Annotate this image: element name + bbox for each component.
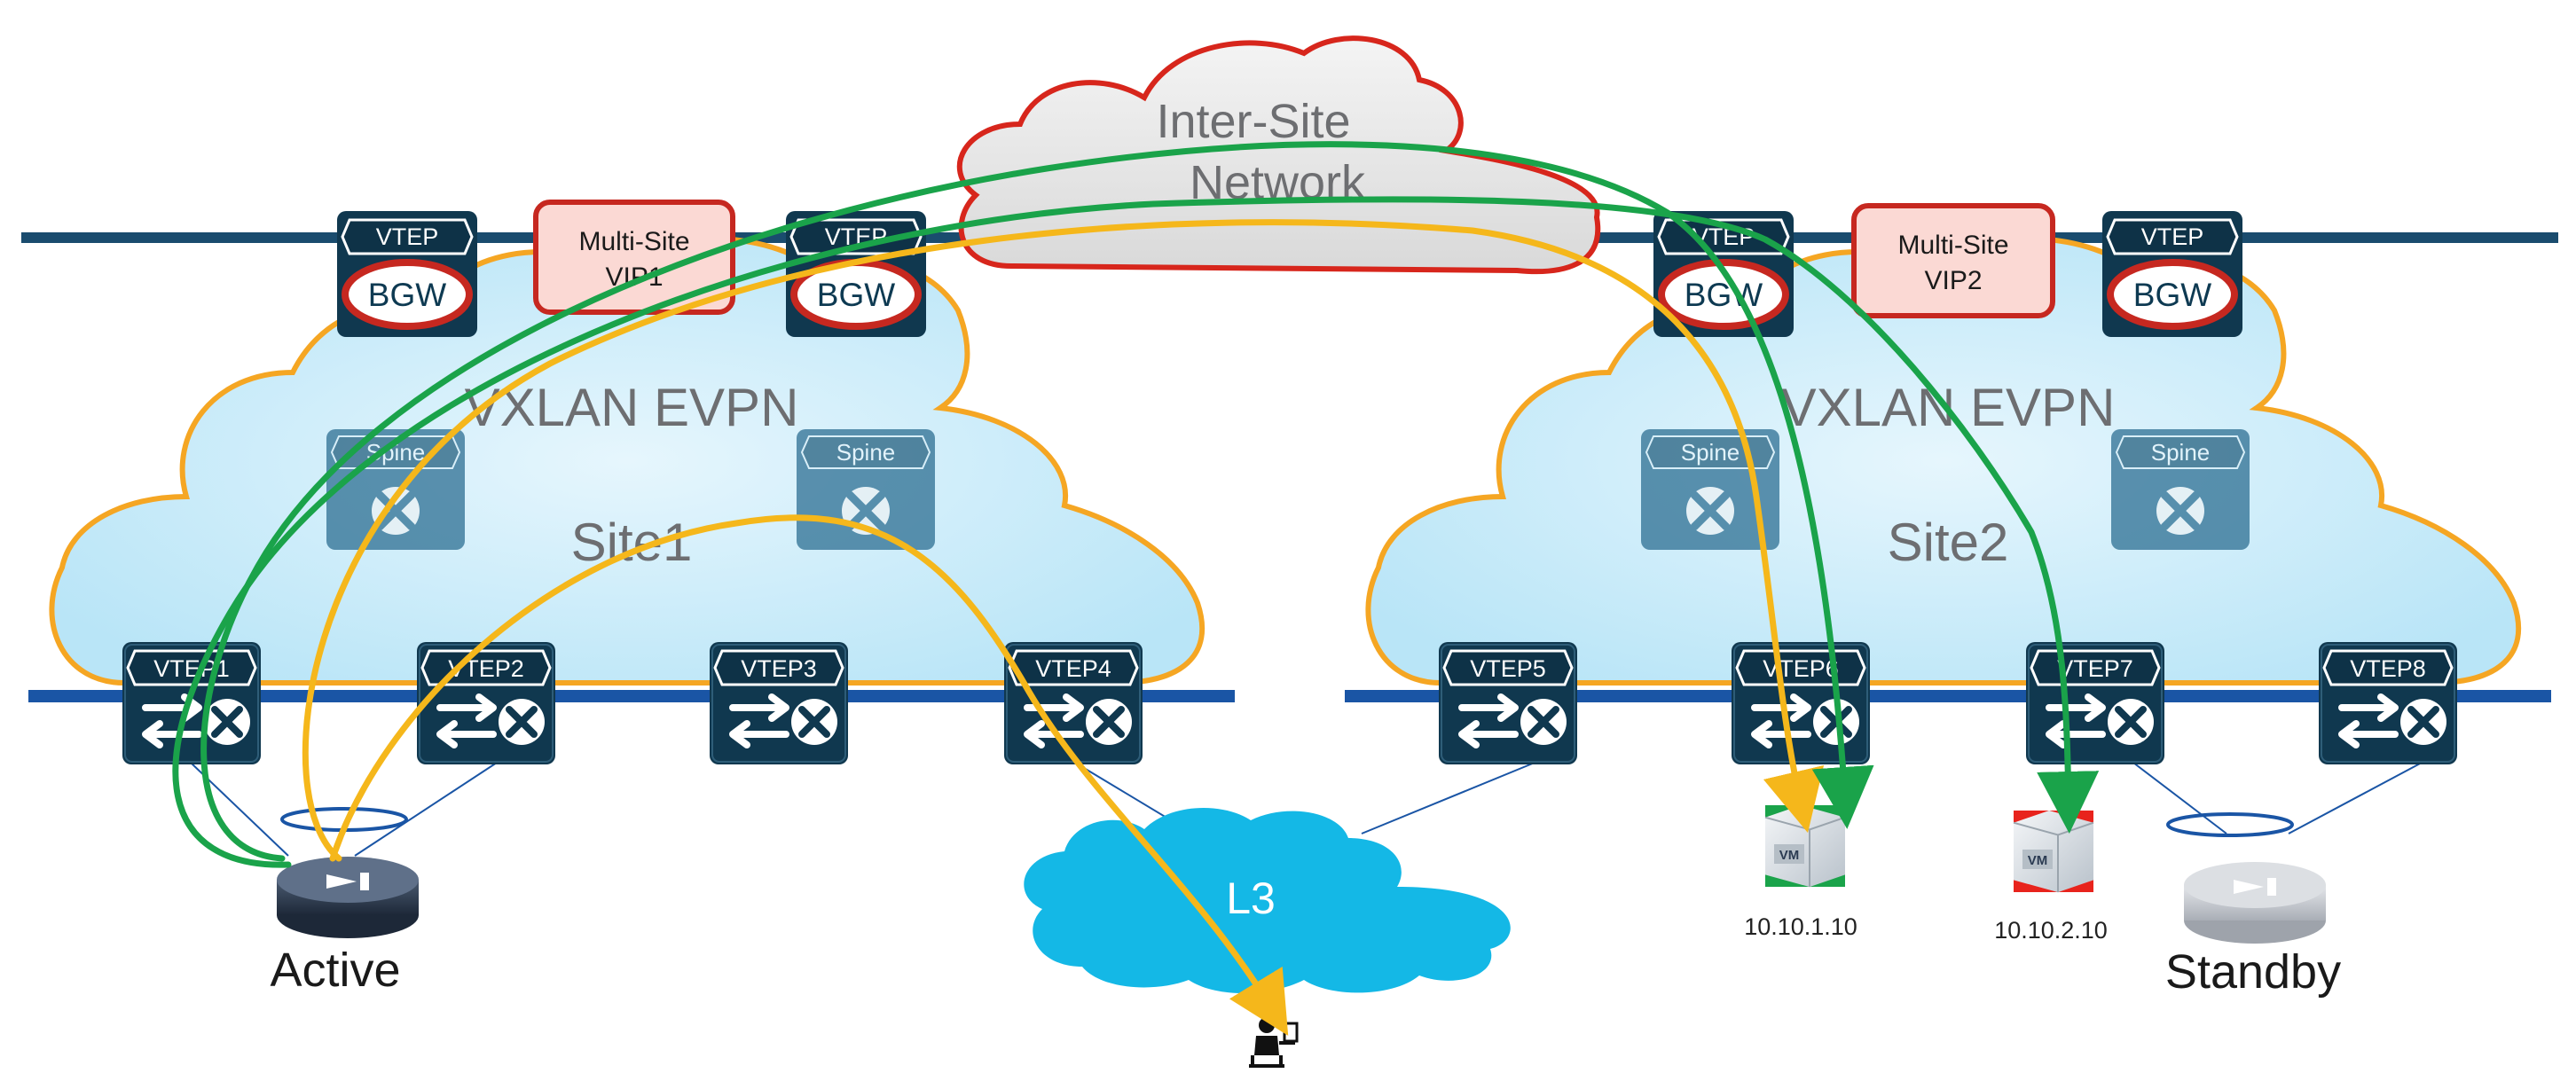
- bgw-site2-b: VTEP BGW: [2102, 211, 2242, 337]
- leaf-vtep8: VTEP8: [2319, 642, 2457, 764]
- vip2-line2: VIP2: [1924, 266, 1982, 295]
- leaf-vtep4-label: VTEP4: [1035, 655, 1111, 682]
- bgw-tag: VTEP: [376, 223, 439, 250]
- bgw-label: BGW: [1685, 277, 1763, 313]
- vm-badge: [1774, 844, 1804, 864]
- inter-site-line1: Inter-Site: [1156, 95, 1350, 148]
- bgw-site2-a: VTEP BGW: [1653, 211, 1794, 337]
- standby-port-channel: [2166, 812, 2294, 837]
- multisite-vip2: Multi-Site VIP2: [1851, 203, 2055, 318]
- site1-name-label: Site1: [571, 513, 693, 572]
- vm-badge: [2022, 850, 2053, 869]
- bgw-site1-a: VTEP BGW: [337, 211, 477, 337]
- site1-leaf-line: [28, 690, 1235, 702]
- site1-fabric-label: VXLAN EVPN: [465, 378, 799, 437]
- leaf-vtep1: VTEP1: [122, 642, 261, 764]
- spine-site1-a: Spine: [326, 429, 465, 550]
- spine-site1-b: Spine: [797, 429, 935, 550]
- leaf-vtep3-label: VTEP3: [741, 655, 817, 682]
- leaf-vtep2: VTEP2: [417, 642, 555, 764]
- spine-site2-b: Spine: [2111, 429, 2250, 550]
- yellow-path-l3: [329, 514, 1289, 1036]
- leaf-vtep3: VTEP3: [710, 642, 848, 764]
- vm-1: VM: [1764, 804, 1846, 889]
- spine-label: Spine: [2151, 439, 2211, 466]
- bgw-label: BGW: [2133, 277, 2211, 313]
- vm-1-ip: 10.10.1.10: [1744, 913, 1857, 940]
- leaf-vtep7: VTEP7: [2026, 642, 2164, 764]
- l3-label: L3: [1226, 874, 1276, 923]
- green-path-vm2: [172, 196, 2100, 868]
- site2-leaf-line: [1345, 690, 2551, 702]
- vm-2: VM: [2013, 810, 2094, 894]
- standby-label: Standby: [2165, 945, 2341, 999]
- leaf-vtep6-label: VTEP6: [1763, 655, 1839, 682]
- green-path-vm1: [200, 141, 1874, 862]
- yellow-path-bgw: [302, 219, 1825, 862]
- bgw-label: BGW: [368, 277, 446, 313]
- vip2-line1: Multi-Site: [1897, 231, 2008, 260]
- bgw-label: BGW: [817, 277, 895, 313]
- inter-site-cloud: [956, 35, 1601, 275]
- green-traffic-paths: [172, 141, 2100, 868]
- leaf-vtep6: VTEP6: [1732, 642, 1870, 764]
- vm-2-badge: VM: [2028, 853, 2048, 868]
- vip1-line1: Multi-Site: [578, 227, 689, 256]
- spine-label: Spine: [1681, 439, 1740, 466]
- leaf-vtep8-label: VTEP8: [2350, 655, 2426, 682]
- leaf-vtep4: VTEP4: [1004, 642, 1143, 764]
- leaf-vtep5: VTEP5: [1439, 642, 1577, 764]
- site2-name-label: Site2: [1888, 513, 2009, 572]
- bgw-tag: VTEP: [2141, 223, 2204, 250]
- end-user-icon: [1249, 1017, 1299, 1068]
- standby-router: [2184, 862, 2326, 944]
- active-router: [277, 857, 419, 938]
- vm-2-ip: 10.10.2.10: [1994, 917, 2108, 944]
- spine-site2-a: Spine: [1641, 429, 1779, 550]
- spine-label: Spine: [836, 439, 896, 466]
- multisite-vip1: Multi-Site VIP1: [533, 200, 735, 315]
- l3-cloud: [1024, 808, 1511, 993]
- leaf-vtep7-label: VTEP7: [2057, 655, 2133, 682]
- active-label: Active: [270, 944, 400, 997]
- vm-1-badge: VM: [1779, 848, 1800, 863]
- yellow-traffic-paths: [302, 219, 1825, 1036]
- leaf-vtep5-label: VTEP5: [1470, 655, 1546, 682]
